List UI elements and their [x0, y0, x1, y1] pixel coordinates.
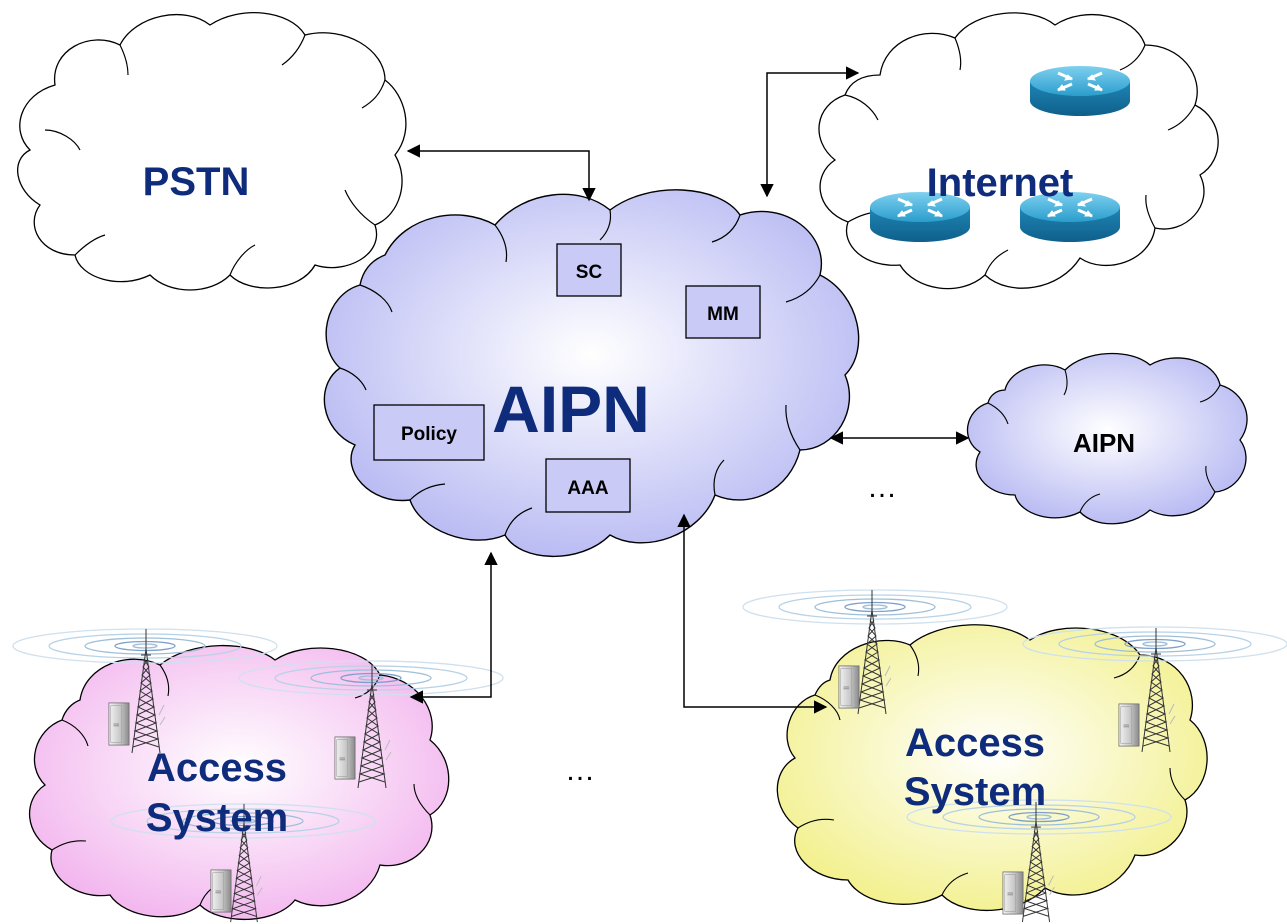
policy-box — [373, 404, 485, 461]
internet-label: Internet — [927, 161, 1074, 205]
aipn-internet-link — [760, 66, 860, 198]
function-boxes — [373, 243, 761, 513]
pstn-label: PSTN — [143, 160, 250, 204]
labels: PSTN Internet AIPN AIPN Access System Ac… — [143, 160, 1135, 840]
pstn-cloud — [17, 12, 407, 291]
mm-box — [685, 285, 761, 339]
access-left-line2: System — [146, 796, 288, 840]
sc-box — [556, 243, 622, 297]
aaa-box — [545, 458, 631, 513]
aipn-peer-cloud — [966, 352, 1248, 525]
connectors — [406, 66, 970, 714]
policy-label: Policy — [401, 424, 457, 445]
ellipsis-bottom: … — [565, 754, 595, 787]
sc-label: SC — [576, 262, 603, 283]
access-system-left-cloud — [29, 644, 450, 921]
access-right-line2: System — [904, 770, 1046, 814]
aipn-core-cloud — [323, 189, 860, 558]
aipn-access-left-link — [409, 551, 498, 704]
access-right-line1: Access — [905, 721, 1045, 765]
router-icon — [1028, 64, 1132, 118]
server-cabinet-icon — [1002, 871, 1024, 915]
server-cabinet-icon — [1118, 703, 1140, 747]
aaa-label: AAA — [567, 478, 608, 499]
server-cabinet-icon — [210, 869, 232, 913]
mm-label: MM — [707, 304, 739, 325]
internet-cloud — [818, 12, 1219, 290]
ellipsis-right: … — [867, 471, 897, 504]
pstn-aipn-link — [406, 144, 596, 202]
access-left-line1: Access — [147, 746, 287, 790]
aipn-access-right-link — [677, 513, 828, 714]
aipn-core-label: AIPN — [492, 372, 650, 446]
server-cabinet-icon — [838, 665, 860, 709]
server-cabinet-icon — [334, 736, 356, 780]
aipn-peer-label: AIPN — [1073, 428, 1135, 458]
access-system-right-cloud — [776, 624, 1208, 912]
server-cabinet-icon — [108, 702, 130, 746]
